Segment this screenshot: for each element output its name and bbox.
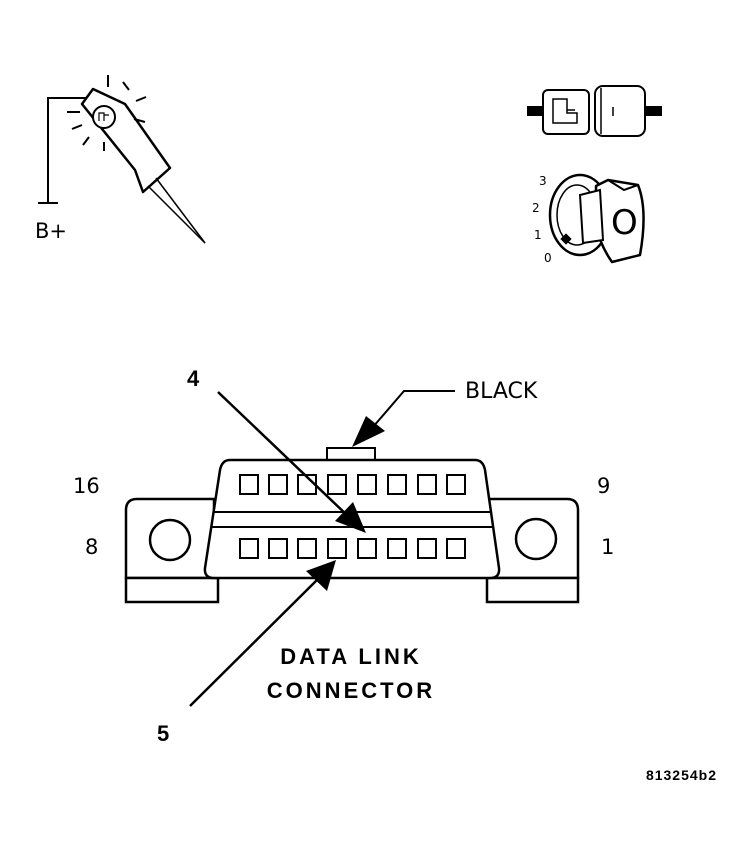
black-wire-leader: [352, 390, 455, 447]
pin-label-8: 8: [85, 535, 98, 559]
ignition-position-0: 0: [544, 251, 552, 265]
connector-title-line2: CONNECTOR: [267, 678, 435, 703]
ignition-switch-icon: O: [548, 173, 645, 264]
ignition-position-1: 1: [534, 228, 542, 242]
pin-label-16: 16: [73, 474, 100, 498]
pin-label-1: 1: [601, 535, 614, 559]
connector-title-line1: DATA LINK: [280, 644, 421, 669]
connector-plug-icon: [527, 85, 662, 137]
data-link-connector: [124, 447, 580, 604]
figure-id: 813254b2: [646, 767, 717, 783]
test-light-icon: [38, 75, 206, 244]
callout-4-label: 4: [187, 366, 200, 391]
callout-5-arrow: [189, 560, 336, 707]
callout-5-label: 5: [157, 721, 169, 746]
wire-color-label: BLACK: [465, 379, 538, 404]
pin-label-9: 9: [597, 474, 610, 498]
callout-4-arrow: [217, 391, 366, 533]
ignition-position-3: 3: [539, 174, 547, 188]
supply-label: B+: [35, 219, 67, 243]
key-label: O: [611, 203, 638, 243]
ignition-position-2: 2: [532, 201, 540, 215]
